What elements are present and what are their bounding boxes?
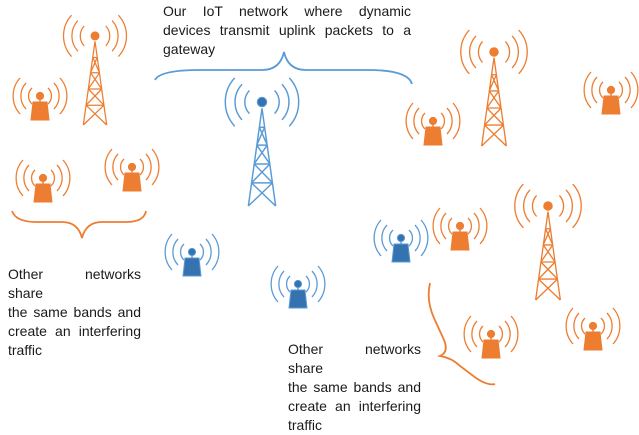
- brace-left: [11, 210, 147, 239]
- caption-line: gateway: [163, 41, 216, 57]
- interferer-tower-icon-3: [514, 183, 582, 301]
- caption-our-network: Our IoT network where dynamic devices tr…: [163, 2, 411, 59]
- device-icon-our-1: [164, 233, 220, 277]
- caption-line: Our IoT network where dynamic: [163, 3, 411, 19]
- interferer-device-icon-6: [432, 207, 488, 251]
- interferer-device-icon-1: [12, 77, 68, 121]
- interferer-device-icon-5: [583, 71, 639, 115]
- interferer-device-icon-4: [405, 102, 461, 146]
- gateway-tower-icon: [224, 77, 300, 207]
- caption-line: the same bands and: [8, 304, 141, 320]
- network-diagram: [11, 14, 639, 386]
- caption-line: Other networks share: [288, 341, 421, 376]
- interferer-device-icon-2: [15, 159, 71, 203]
- caption-line: traffic: [8, 342, 42, 358]
- caption-line: create an interfering: [288, 398, 421, 414]
- interferer-tower-icon-1: [62, 14, 128, 126]
- interferer-tower-icon-2: [460, 29, 528, 147]
- interferer-device-icon-3: [104, 148, 160, 192]
- caption-line: Other networks share: [8, 266, 141, 301]
- interferer-device-icon-8: [565, 307, 621, 351]
- device-icon-our-3: [373, 219, 429, 263]
- caption-other-networks-left: Other networks share the same bands and …: [8, 265, 141, 360]
- caption-line: the same bands and: [288, 379, 421, 395]
- brace-bottom-right: [427, 282, 496, 386]
- caption-line: devices transmit uplink packets to a: [163, 22, 411, 38]
- device-icon-our-2: [270, 265, 326, 309]
- interferer-device-icon-7: [463, 315, 519, 359]
- caption-line: create an interfering: [8, 323, 141, 339]
- brace-top: [154, 51, 413, 85]
- caption-other-networks-bottom: Other networks share the same bands and …: [288, 340, 421, 435]
- caption-line: traffic: [288, 417, 322, 433]
